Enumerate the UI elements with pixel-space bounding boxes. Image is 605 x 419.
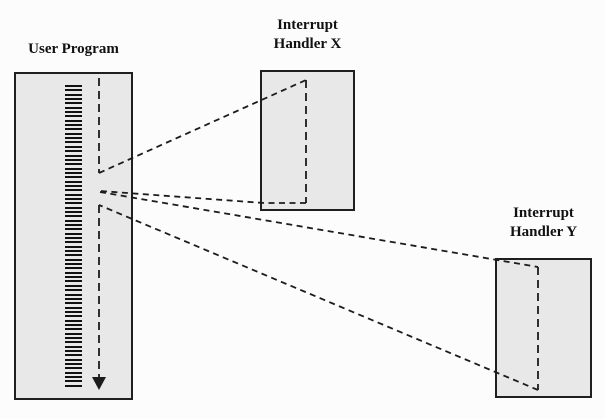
instruction-tick: [65, 228, 82, 231]
instruction-tick: [65, 224, 82, 226]
interrupt-handler-x-label: Interrupt Handler X: [255, 16, 360, 54]
instruction-tick: [65, 306, 82, 309]
instruction-tick: [65, 137, 82, 140]
instruction-tick: [65, 319, 82, 322]
instruction-tick: [65, 167, 82, 170]
instruction-tick: [65, 124, 82, 127]
instruction-tick: [65, 128, 82, 131]
instruction-tick: [65, 237, 82, 240]
user-program-label: User Program: [28, 41, 119, 57]
instruction-tick: [65, 241, 82, 244]
instruction-tick: [65, 315, 82, 318]
interrupt-handler-y-label-line1: Interrupt: [513, 205, 574, 221]
instruction-tick: [65, 102, 82, 105]
instruction-tick: [65, 380, 82, 383]
instruction-tick: [65, 328, 82, 331]
interrupt-handler-y-label-line2: Handler Y: [509, 224, 578, 240]
return-from-handler-y-line: [98, 204, 539, 391]
instruction-tick: [65, 202, 82, 205]
instruction-tick: [65, 215, 82, 218]
instruction-tick: [65, 371, 82, 374]
instruction-tick: [65, 358, 82, 361]
instruction-tick: [65, 154, 82, 157]
instruction-tick: [65, 250, 82, 253]
instruction-tick: [65, 176, 82, 179]
user-program-box: [14, 72, 133, 400]
instruction-tick: [65, 132, 82, 135]
instruction-tick: [65, 245, 82, 248]
instruction-tick: [65, 141, 82, 144]
instruction-tick: [65, 210, 82, 213]
instruction-tick: [65, 349, 82, 352]
instruction-tick: [65, 111, 82, 114]
instruction-tick: [65, 119, 82, 122]
instruction-tick: [65, 263, 82, 266]
instruction-tick: [65, 280, 82, 283]
interrupt-handler-x-label-line2: Handler X: [273, 36, 342, 52]
instruction-tick: [65, 180, 82, 183]
instruction-tick: [65, 197, 82, 200]
instruction-tick: [65, 354, 82, 357]
instruction-tick: [65, 323, 82, 326]
instruction-tick: [65, 363, 82, 365]
instruction-tick: [65, 85, 82, 87]
instruction-tick: [65, 297, 82, 300]
instruction-tick: [65, 271, 82, 274]
instruction-tick: [65, 206, 82, 209]
interrupt-handler-x-box: [260, 70, 355, 211]
instruction-tick: [65, 345, 82, 348]
instruction-tick: [65, 336, 82, 339]
instruction-tick: [65, 276, 82, 279]
instruction-tick: [65, 171, 82, 174]
instruction-tick: [65, 232, 82, 235]
instruction-tick: [65, 267, 82, 270]
instruction-tick: [65, 115, 82, 118]
instruction-tick: [65, 332, 82, 335]
instruction-tick: [65, 93, 82, 96]
instruction-tick: [65, 289, 82, 292]
instruction-tick: [65, 189, 82, 192]
instruction-tick: [65, 98, 82, 101]
instruction-tick: [65, 163, 82, 166]
instruction-ticks: [65, 85, 82, 387]
instruction-tick: [65, 284, 82, 287]
instruction-tick: [65, 89, 82, 92]
instruction-tick: [65, 376, 82, 379]
instruction-tick: [65, 158, 82, 161]
instruction-tick: [65, 310, 82, 313]
instruction-tick: [65, 293, 82, 296]
instruction-tick: [65, 145, 82, 148]
instruction-tick: [65, 184, 82, 187]
instruction-tick: [65, 193, 82, 196]
instruction-tick: [65, 258, 82, 261]
interrupt-handler-y-label: Interrupt Handler Y: [490, 204, 597, 242]
instruction-tick: [65, 302, 82, 305]
interrupt-handler-x-label-line1: Interrupt: [277, 17, 338, 33]
instruction-tick: [65, 367, 82, 370]
instruction-tick: [65, 384, 82, 387]
instruction-tick: [65, 219, 82, 222]
instruction-tick: [65, 254, 82, 257]
instruction-tick: [65, 341, 82, 344]
instruction-tick: [65, 150, 82, 153]
interrupt-handler-y-box: [495, 258, 592, 398]
instruction-tick: [65, 106, 82, 109]
